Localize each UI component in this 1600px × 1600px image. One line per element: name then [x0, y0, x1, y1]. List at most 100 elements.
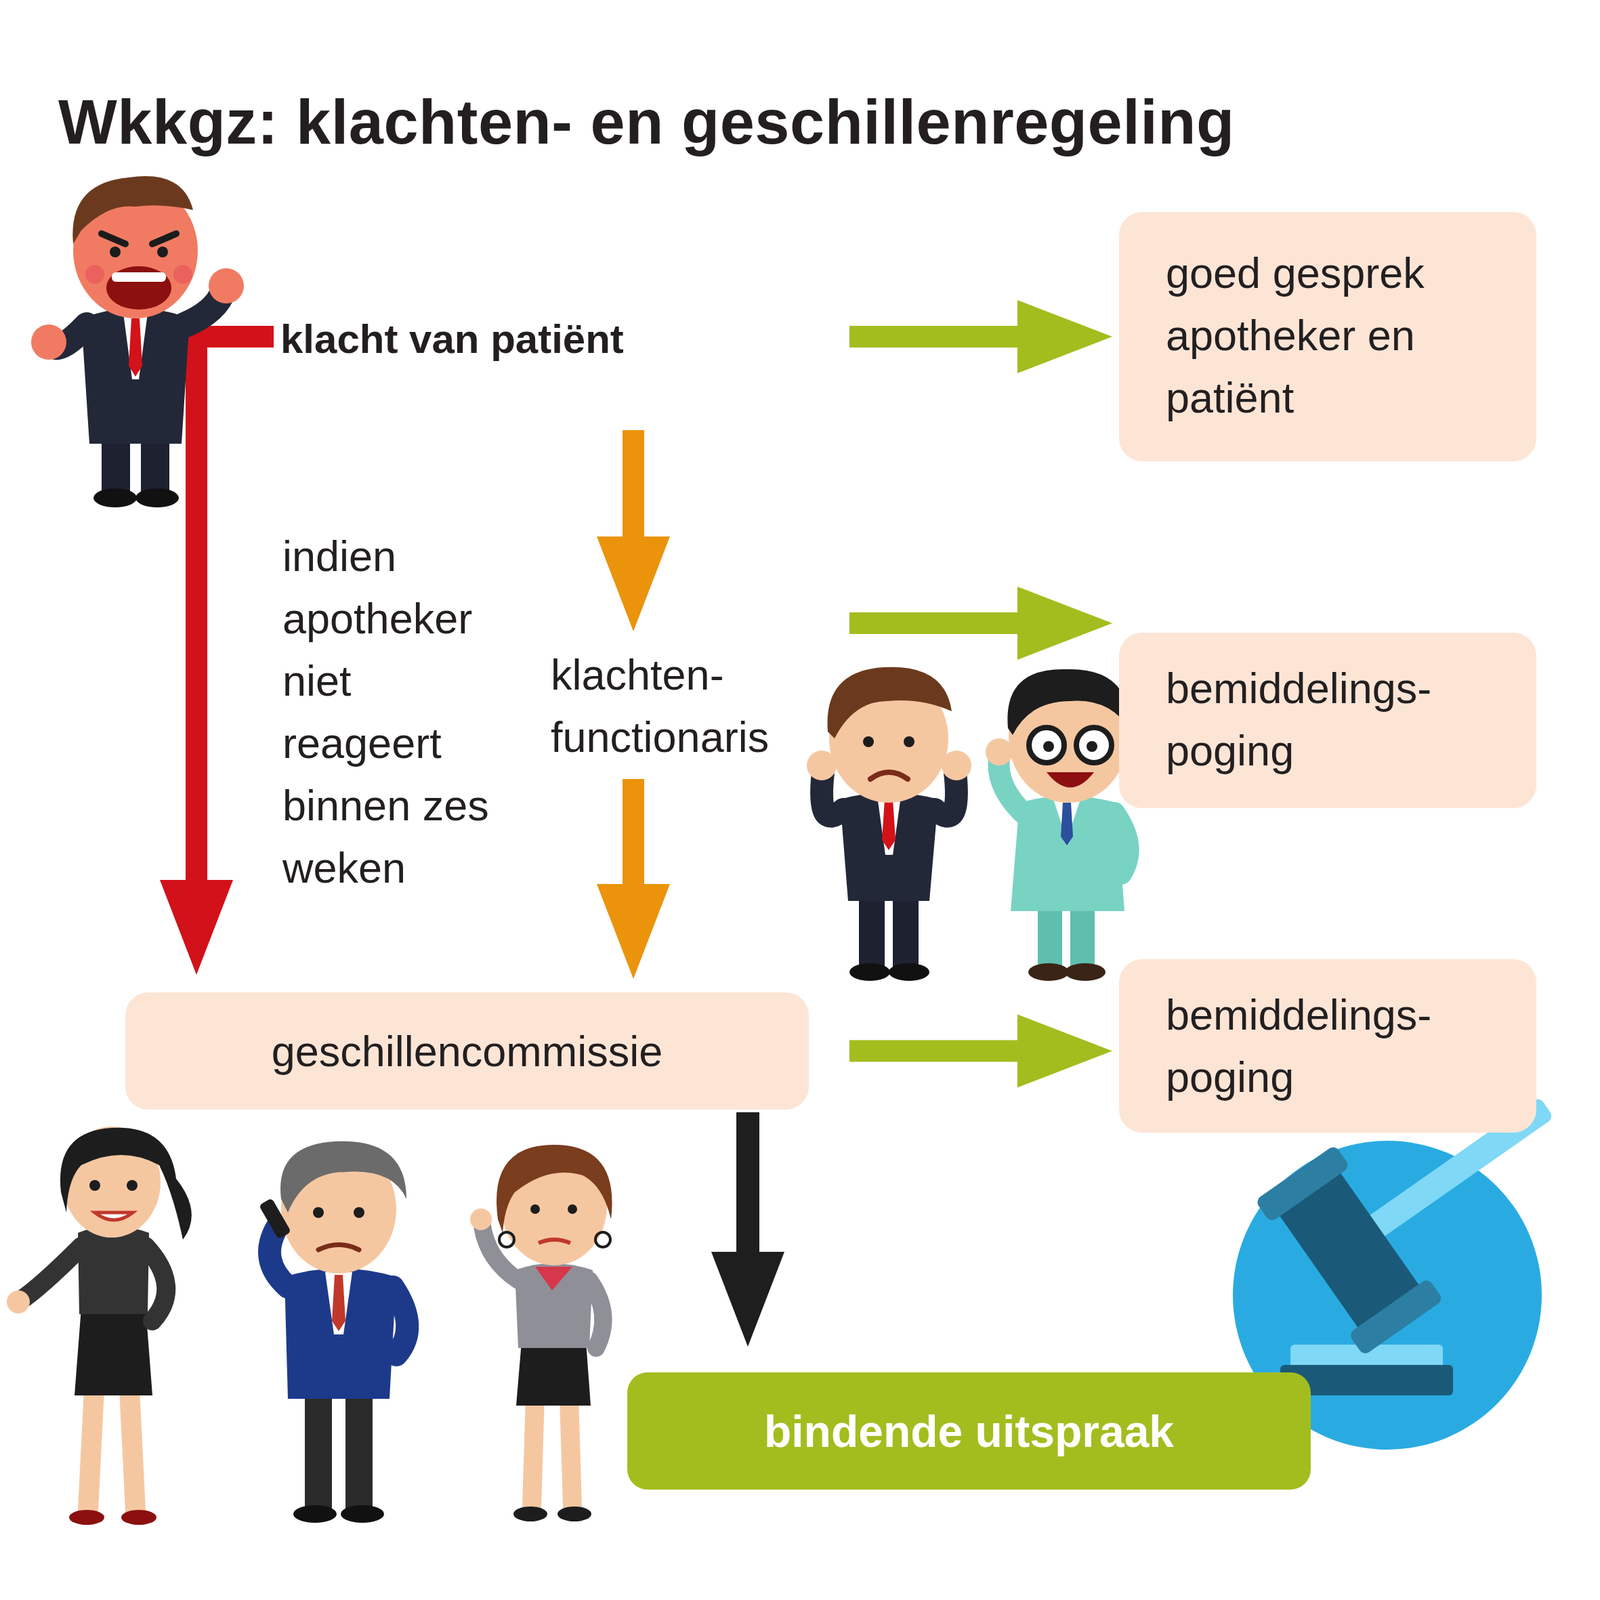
illustration-part — [888, 963, 930, 981]
committee-member — [6, 1126, 192, 1525]
arrow-shaft — [849, 1040, 1019, 1063]
process-box: bemiddelings- poging — [1119, 632, 1537, 809]
illustration-part — [881, 799, 896, 851]
illustration-part — [345, 1388, 373, 1511]
illustration-part — [145, 1246, 166, 1321]
illustration-part — [123, 312, 148, 380]
process-box: bemiddelings- poging — [1119, 959, 1537, 1133]
arrow-head — [1017, 300, 1113, 374]
illustration-part — [482, 1226, 519, 1281]
illustration-part — [1064, 963, 1106, 981]
illustration-part — [392, 1287, 408, 1355]
illustration-part — [557, 1506, 592, 1522]
illustration-part — [535, 1266, 573, 1291]
illustration-part — [128, 318, 143, 377]
illustration-part — [126, 1180, 138, 1191]
illustration-part — [870, 772, 908, 780]
illustration-part — [1043, 741, 1055, 752]
illustration-part — [6, 1290, 30, 1314]
complaint-start: klacht van patiënt — [280, 308, 843, 397]
illustration-part — [101, 233, 177, 244]
illustration-part — [208, 268, 244, 304]
flow-arrow — [596, 430, 670, 632]
illustration-part — [135, 488, 179, 508]
illustration-part — [331, 1274, 346, 1332]
illustration-part — [513, 1506, 548, 1522]
illustration-part — [89, 1180, 101, 1191]
illustration-part — [157, 246, 168, 258]
illustration-part — [258, 1197, 292, 1239]
result-box: bindende uitspraak — [627, 1372, 1311, 1490]
illustration-part — [985, 738, 1013, 766]
committee-member — [258, 1141, 408, 1523]
illustration-part — [531, 1395, 573, 1508]
arrow-shaft — [849, 325, 1019, 348]
sad-patient — [806, 667, 972, 981]
illustration-part — [1028, 963, 1069, 981]
node-text: bemiddelings- poging — [1165, 983, 1510, 1109]
illustration-part — [496, 1144, 613, 1233]
illustration-part — [530, 1204, 540, 1214]
illustration-part — [94, 1212, 133, 1220]
illustration-part — [325, 1272, 353, 1335]
edge-label: indien apotheker niet reageert binnen ze… — [282, 524, 520, 899]
arrow-shaft — [622, 779, 645, 886]
illustration-part — [589, 1280, 603, 1349]
process-box: goed gesprek apotheker en patiënt — [1119, 212, 1537, 462]
node-text: goed gesprek apotheker en patiënt — [1165, 241, 1510, 429]
illustration-part — [827, 667, 952, 739]
illustration-part — [85, 264, 105, 284]
illustration-part — [353, 1207, 365, 1218]
committee-member — [470, 1144, 613, 1522]
illustration-part — [1114, 812, 1128, 874]
node-text: bemiddelings- poging — [1165, 657, 1510, 782]
illustration-part — [903, 736, 915, 748]
illustration-part — [1348, 1277, 1444, 1356]
illustration-part — [304, 1388, 332, 1511]
illustration-part — [69, 1509, 105, 1525]
node-text: bindende uitspraak — [764, 1404, 1174, 1459]
illustration-part — [111, 272, 166, 282]
illustration-part — [20, 1246, 82, 1301]
illustration-part — [318, 1245, 360, 1251]
illustration-part — [862, 736, 874, 748]
complaint-officer: klachten- functionaris — [550, 643, 843, 773]
arrow-head — [596, 536, 670, 632]
node-text: klachten- functionaris — [550, 643, 843, 769]
illustration-part — [1060, 802, 1073, 846]
illustration-part — [858, 894, 885, 969]
illustration-part — [109, 246, 121, 258]
illustration-part — [74, 1307, 153, 1396]
illustration-part — [470, 1208, 492, 1231]
illustration-part — [121, 1509, 157, 1525]
illustration-part — [892, 894, 919, 969]
illustration-part — [514, 1263, 593, 1349]
arrow-head — [1017, 1014, 1113, 1088]
illustration-part — [93, 488, 137, 508]
illustration-part — [60, 1127, 192, 1240]
arrow-head — [596, 883, 670, 979]
illustration-part — [77, 1226, 150, 1315]
arrow-shaft — [849, 612, 1019, 635]
illustration-part — [106, 266, 172, 310]
arrow-shaft — [196, 336, 274, 882]
diagram-title: Wkkgz: klachten- en geschillenregeling — [58, 86, 1235, 158]
flow-arrow — [711, 1112, 785, 1347]
pharmacist — [985, 669, 1132, 981]
flow-arrow — [596, 779, 670, 979]
arrow-shaft — [736, 1112, 760, 1254]
illustration-part — [849, 963, 891, 981]
illustration-part — [516, 1341, 591, 1406]
angry-patient — [31, 176, 244, 508]
flow-arrow — [849, 300, 1113, 374]
illustration-part — [538, 1239, 571, 1244]
illustration-part — [1007, 669, 1132, 735]
illustration-part — [1028, 727, 1065, 763]
illustration-part — [877, 795, 901, 855]
illustration-part — [284, 1268, 397, 1400]
arrow-head — [1017, 586, 1113, 660]
illustration-part — [1086, 741, 1098, 752]
node-text: geschillencommissie — [271, 1024, 664, 1079]
illustration-part — [499, 1232, 515, 1248]
illustration-part — [1255, 1144, 1351, 1223]
